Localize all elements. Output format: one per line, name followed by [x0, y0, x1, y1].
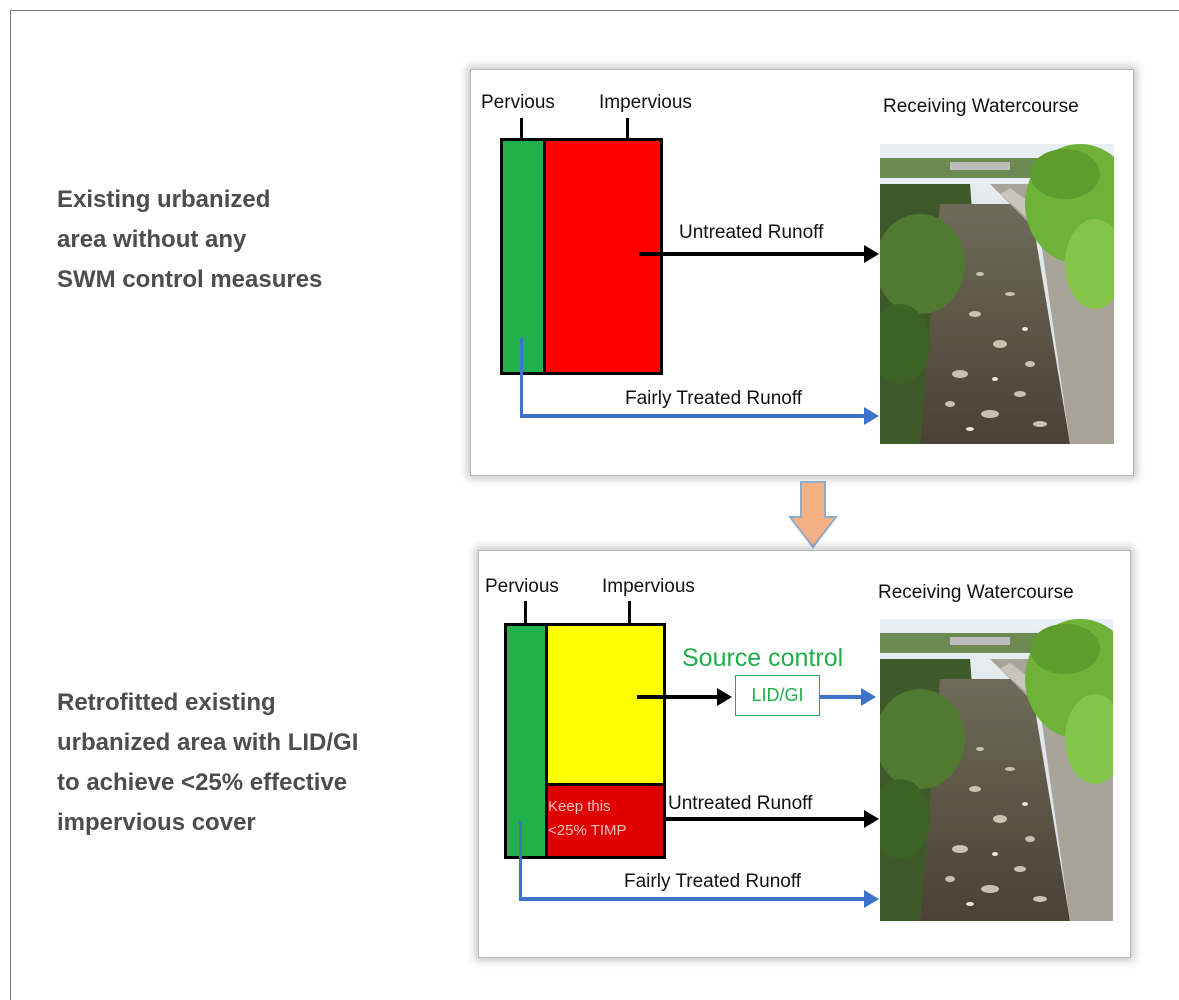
- description-line: to achieve <25% effective: [57, 769, 348, 796]
- lid-gi-outflow-arrow: [820, 695, 862, 699]
- source-control-arrowhead: [717, 688, 732, 706]
- fairly-treated-arrowhead: [864, 890, 879, 908]
- source-control-arrow: [637, 695, 717, 699]
- stream-photo: [880, 144, 1114, 444]
- description-line: Retrofitted existing: [57, 689, 276, 716]
- description-line: Existing urbanized: [57, 186, 271, 213]
- untreated-runoff-label: Untreated Runoff: [679, 222, 824, 243]
- down-arrow-icon: [787, 481, 839, 549]
- pervious-tick: [520, 118, 523, 138]
- description-line: impervious cover: [57, 809, 256, 836]
- description-line: area without any: [57, 226, 247, 253]
- fairly-treated-drop: [520, 338, 523, 418]
- fairly-treated-runoff-label: Fairly Treated Runoff: [625, 388, 803, 409]
- description-line: SWM control measures: [57, 266, 323, 293]
- existing-scenario-panel: Pervious Impervious Receiving Watercours…: [471, 70, 1133, 475]
- description-existing: Existing urbanized area without any SWM …: [57, 180, 322, 300]
- retrofitted-scenario-panel: Pervious Impervious Receiving Watercours…: [479, 551, 1130, 957]
- timp-limit-label: <25% TIMP: [548, 822, 627, 839]
- fairly-treated-drop: [519, 821, 522, 901]
- description-retrofitted: Retrofitted existing urbanized area with…: [57, 683, 358, 843]
- receiving-watercourse-label: Receiving Watercourse: [883, 96, 1079, 117]
- impervious-area: [543, 138, 663, 375]
- description-line: urbanized area with LID/GI: [57, 729, 359, 756]
- fairly-treated-arrow: [520, 414, 865, 418]
- untreated-runoff-arrow: [666, 817, 865, 821]
- lid-gi-outflow-arrowhead: [861, 688, 876, 706]
- impervious-label: Impervious: [602, 576, 695, 597]
- source-control-label: Source control: [682, 644, 844, 672]
- untreated-arrowhead: [864, 810, 879, 828]
- impervious-tick: [626, 118, 629, 138]
- pervious-tick: [524, 601, 527, 623]
- pervious-area: [504, 623, 549, 859]
- pervious-label: Pervious: [481, 92, 555, 113]
- untreated-runoff-arrow: [639, 252, 865, 256]
- untreated-runoff-label: Untreated Runoff: [668, 793, 813, 814]
- page-frame: [10, 10, 1179, 1000]
- fairly-treated-arrowhead: [864, 407, 879, 425]
- lid-gi-box: LID/GI: [735, 675, 820, 716]
- fairly-treated-runoff-label: Fairly Treated Runoff: [624, 871, 802, 892]
- receiving-watercourse-label: Receiving Watercourse: [878, 582, 1074, 603]
- stream-photo: [880, 619, 1113, 921]
- impervious-label: Impervious: [599, 92, 692, 113]
- remaining-impervious-area: [545, 783, 666, 859]
- keep-this-label: Keep this: [548, 798, 611, 815]
- impervious-tick: [628, 601, 631, 623]
- retrofitted-impervious-area: [545, 623, 666, 786]
- untreated-arrowhead: [864, 245, 879, 263]
- pervious-area: [500, 138, 546, 375]
- fairly-treated-arrow: [519, 897, 865, 901]
- pervious-label: Pervious: [485, 576, 559, 597]
